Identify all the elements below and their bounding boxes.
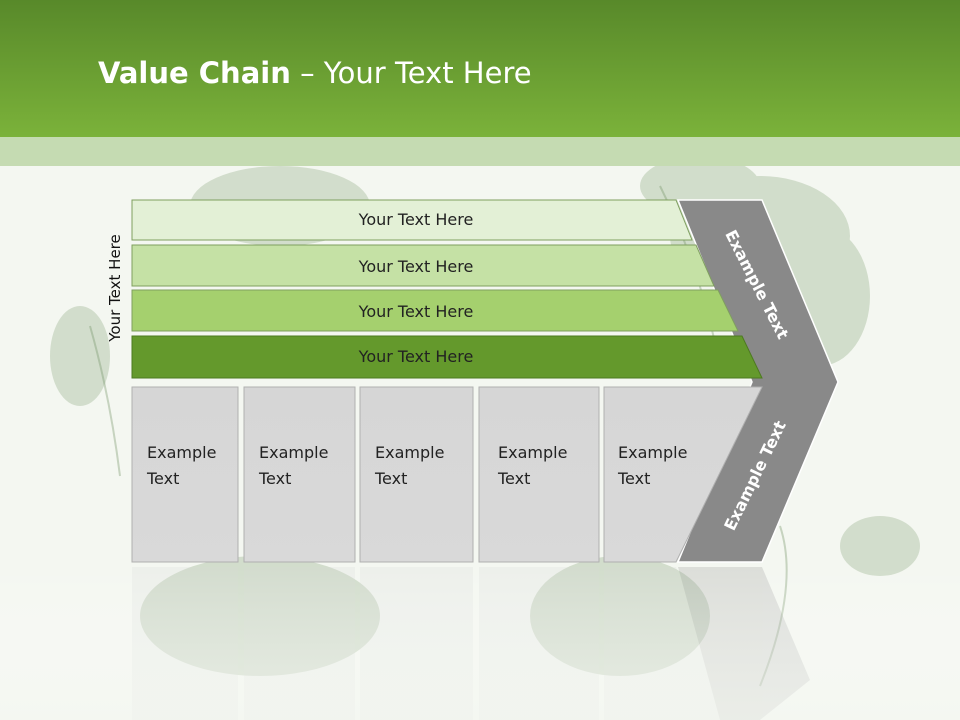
header-strip xyxy=(0,137,960,166)
side-label: Your Text Here xyxy=(106,234,124,342)
title-rest: – Your Text Here xyxy=(290,56,532,90)
box-2 xyxy=(243,386,356,563)
box-5 xyxy=(603,386,763,563)
box-4 xyxy=(478,386,600,563)
page-title: Value Chain – Your Text Here xyxy=(98,56,532,90)
bar-3 xyxy=(131,289,739,332)
bar-4-label: Your Text Here xyxy=(358,347,474,366)
bar-2 xyxy=(131,244,715,287)
header-banner xyxy=(0,0,960,137)
box-3 xyxy=(359,386,474,563)
bar-1 xyxy=(131,199,693,241)
bar-2-label: Your Text Here xyxy=(358,257,474,276)
bar-1-label: Your Text Here xyxy=(358,210,474,229)
box-1 xyxy=(131,386,239,563)
title-bold: Value Chain xyxy=(98,56,291,90)
bar-4 xyxy=(131,335,763,379)
bar-3-label: Your Text Here xyxy=(358,302,474,321)
